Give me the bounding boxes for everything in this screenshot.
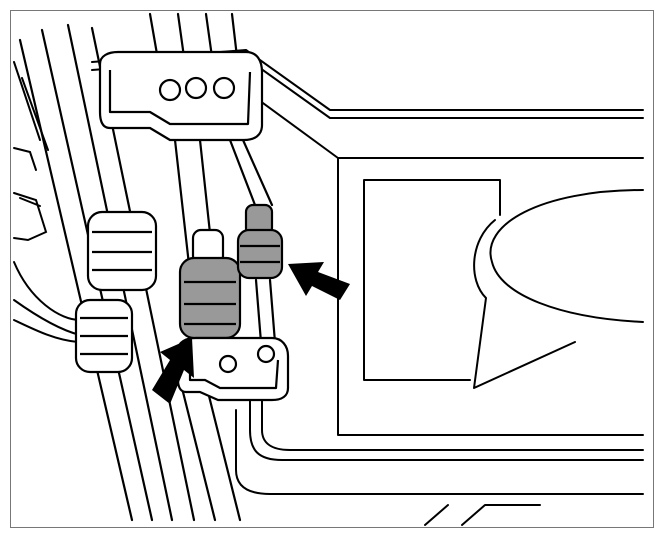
upper-clamp xyxy=(98,50,264,142)
arrow-to-small-nut xyxy=(288,262,350,300)
small-tube-nut xyxy=(236,203,284,280)
arrow-to-large-nut xyxy=(152,338,194,404)
large-tube-nut xyxy=(178,228,242,340)
upper-left-coupling xyxy=(86,210,158,292)
lower-left-coupling xyxy=(74,298,134,374)
lower-clamp xyxy=(176,336,290,402)
pointer-arrows xyxy=(152,262,350,404)
left-tube-couplings xyxy=(74,210,158,374)
